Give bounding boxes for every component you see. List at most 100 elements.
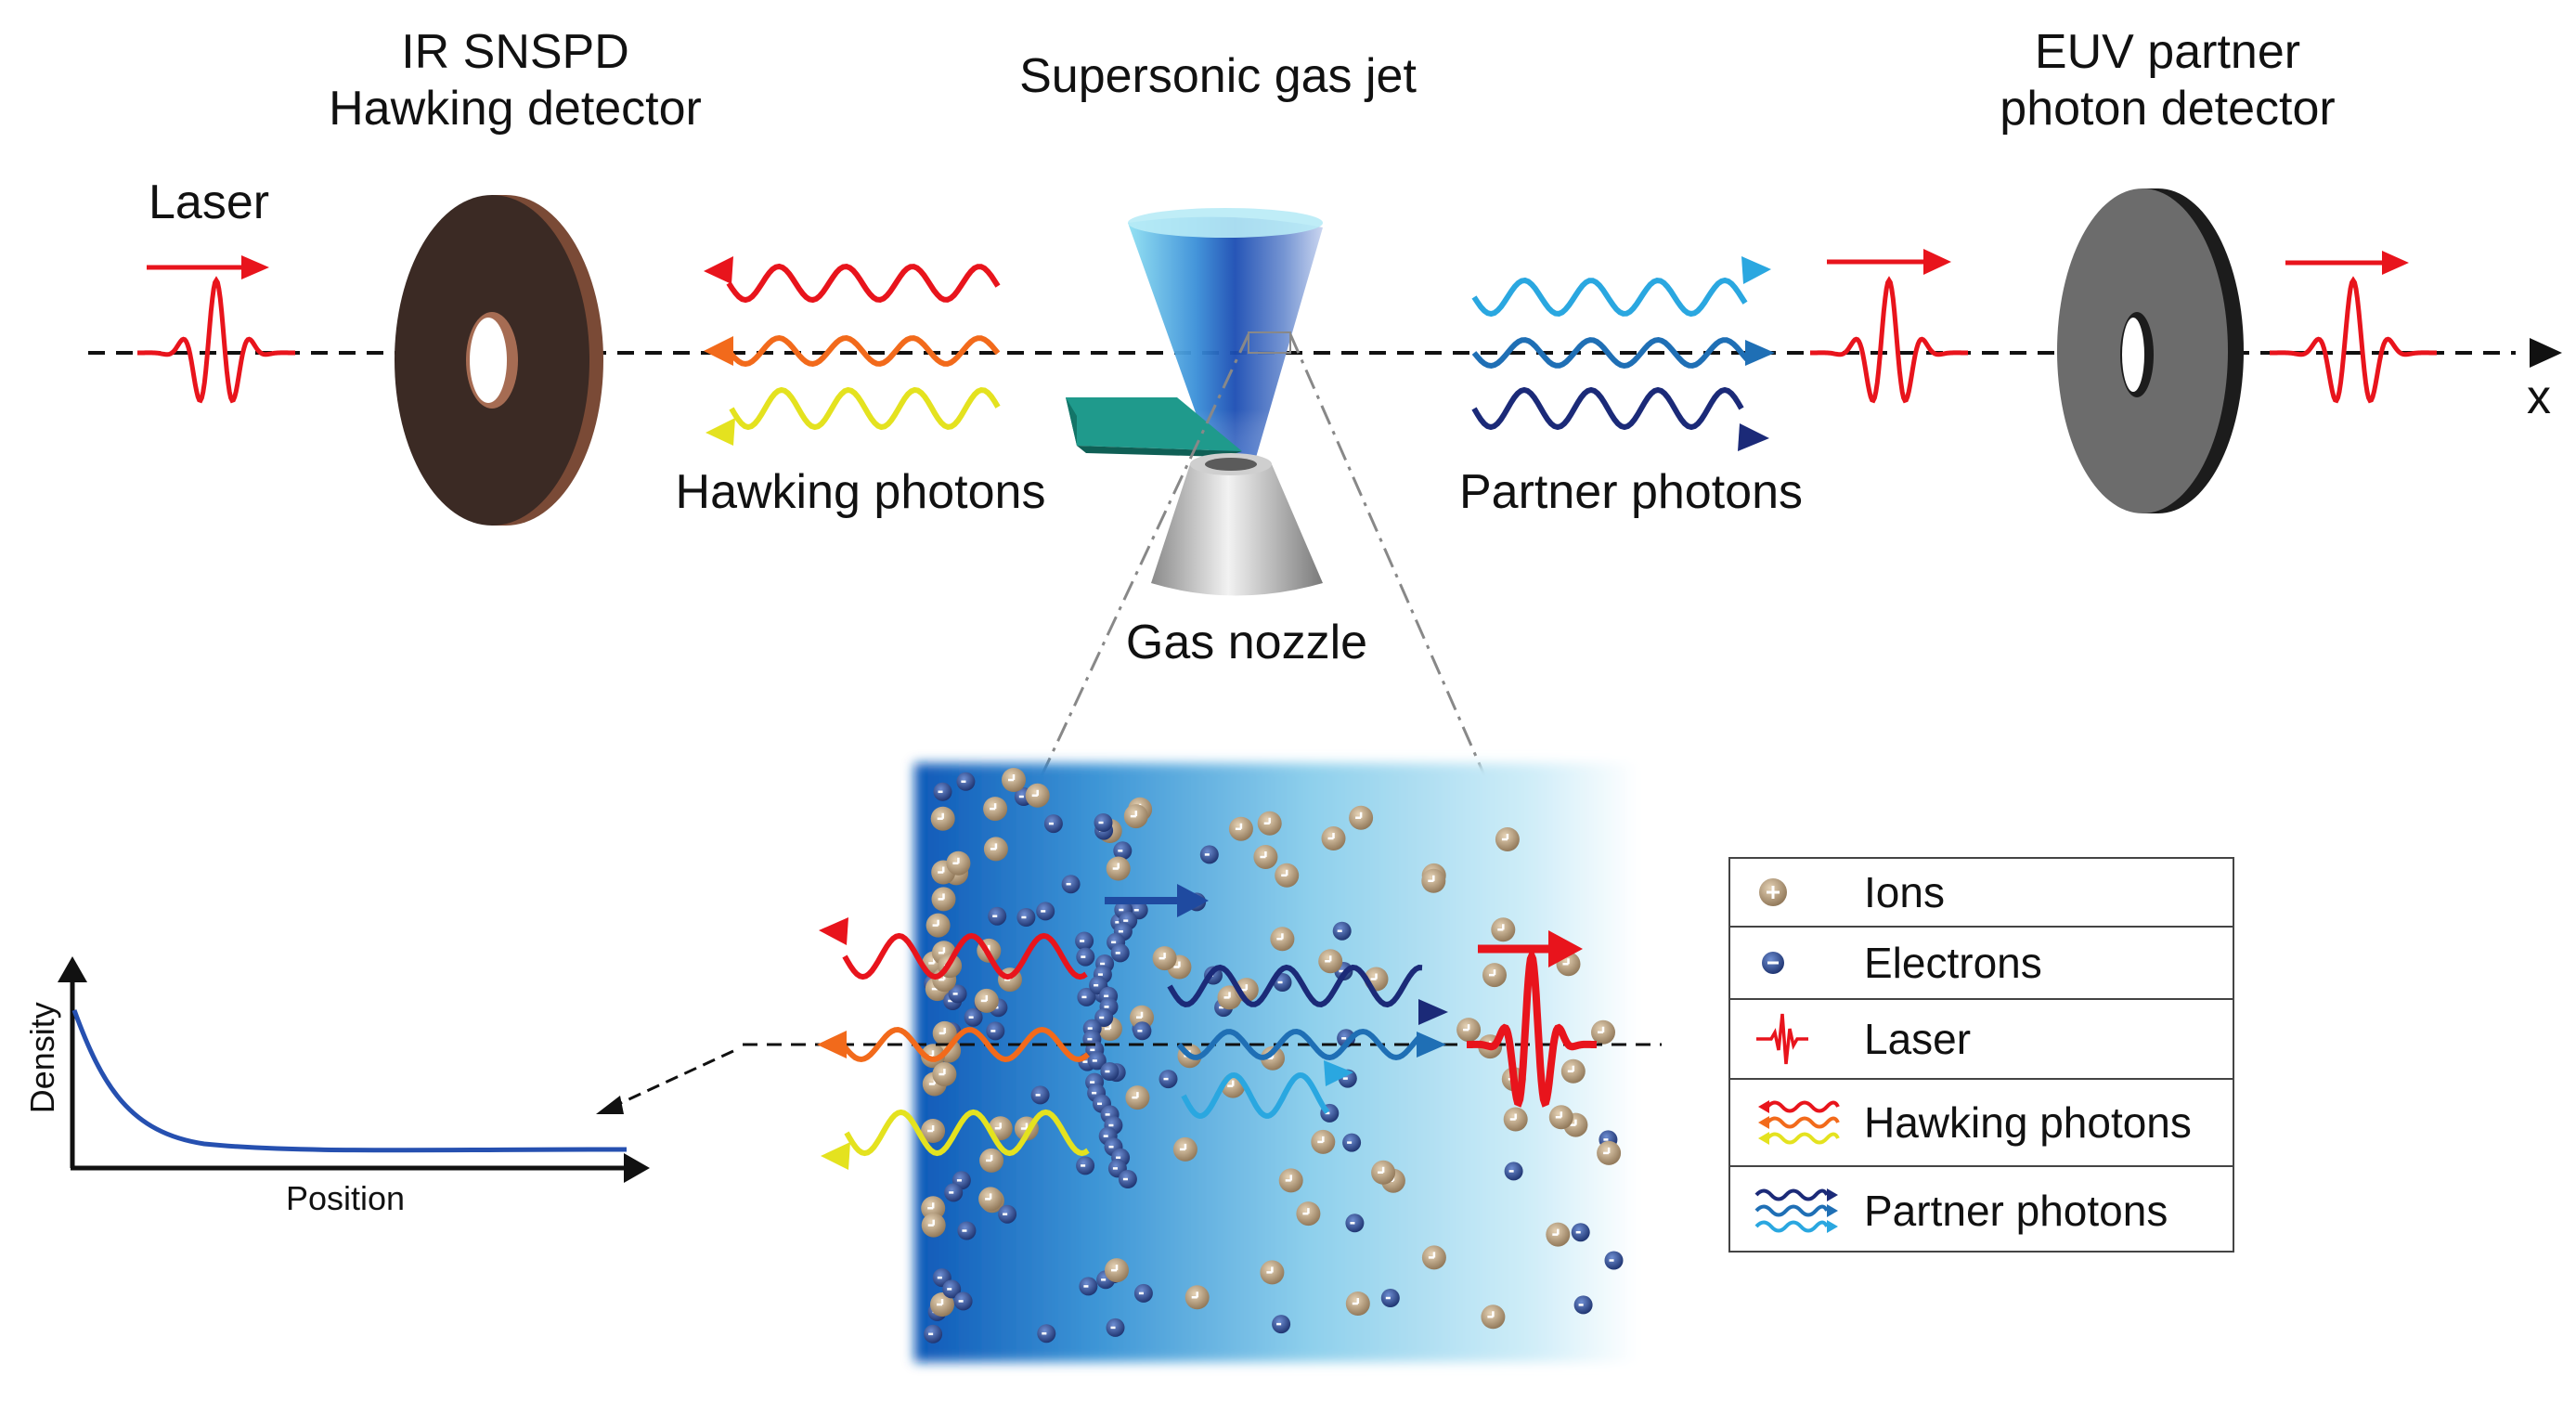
ion-plus-sign [990, 843, 998, 850]
electron-icon [1762, 952, 1784, 974]
ion-plus-sign [1603, 1147, 1611, 1155]
ir-detector-label-line2: Hawking detector [329, 82, 702, 136]
legend-row-electrons: Electrons [1730, 926, 2233, 998]
ion-plus-sign [1235, 823, 1243, 830]
ion-plus-sign [1489, 969, 1496, 977]
partner-photons-top [1471, 256, 1775, 451]
ion-plus-sign [1497, 924, 1505, 931]
legend-label-hawking: Hawking photons [1864, 1098, 2192, 1147]
hawking-photons-label: Hawking photons [675, 465, 1046, 519]
ion-plus-sign [1352, 1298, 1360, 1305]
laser-pulse-right [2270, 251, 2437, 404]
plasma-zoom-panel [743, 763, 1662, 1362]
ion-plus-sign [937, 812, 944, 820]
ion-plus-sign [1463, 1024, 1470, 1032]
ion-plus-sign [1263, 817, 1271, 824]
ion-plus-sign [1509, 1113, 1517, 1121]
ion-plus-sign [985, 1193, 992, 1201]
ion-plus-sign [1302, 1208, 1310, 1215]
ion-plus-sign [1020, 1123, 1029, 1130]
ion-plus-sign [986, 1154, 993, 1162]
legend-row-hawking: Hawking photons [1730, 1078, 2233, 1165]
hawking-photons-top [704, 256, 1001, 446]
ion-plus-sign [1112, 863, 1120, 870]
ion-plus-sign [1266, 1266, 1274, 1274]
ion-plus-sign [938, 947, 946, 954]
ion-plus-sign [1598, 1026, 1605, 1034]
laser-pulse-left [137, 255, 295, 404]
legend: Ions Electrons Laser Hawking photons [1728, 857, 2234, 1253]
hawking-wave-icon [1758, 1100, 1840, 1145]
legend-label-partner: Partner photons [1864, 1187, 2168, 1235]
ion-plus-sign [952, 857, 960, 864]
euv-partner-detector [2057, 188, 2244, 513]
ion-plus-sign [1179, 1143, 1187, 1151]
density-ylabel: Density [22, 1002, 61, 1114]
legend-row-ions: Ions [1730, 859, 2233, 926]
ion-plus-sign [938, 1069, 946, 1076]
ion-plus-sign [1570, 1119, 1577, 1126]
ion-plus-sign [927, 1125, 935, 1133]
ion-plus-sign [1567, 1065, 1575, 1073]
ion-plus-sign [1191, 1292, 1198, 1299]
euv-detector-label: EUV partner photon detector [2000, 24, 2335, 138]
legend-label-electrons: Electrons [1864, 939, 2042, 987]
ion-plus-sign [1501, 834, 1509, 841]
axis-x-label: x [2527, 370, 2551, 424]
gas-jet-label: Supersonic gas jet [1019, 49, 1417, 103]
ion-plus-sign [1428, 1252, 1436, 1259]
legend-row-laser: Laser [1730, 998, 2233, 1078]
laser-pulse-icon [1756, 1013, 1808, 1065]
ion-plus-sign [1159, 953, 1166, 960]
ion-plus-sign [1276, 933, 1284, 941]
ion-plus-sign [1136, 1011, 1144, 1019]
gas-nozzle-label: Gas nozzle [1125, 616, 1368, 669]
partner-wave-icon [1754, 1188, 1838, 1233]
ion-plus-sign [1325, 955, 1332, 963]
ion-plus-sign [1260, 851, 1267, 859]
ion-plus-sign [980, 994, 989, 1003]
ion-plus-sign [927, 1219, 935, 1227]
ion-plus-sign [1317, 1136, 1325, 1144]
ion-plus-sign [1281, 869, 1288, 877]
ion-plus-sign [932, 919, 939, 927]
zoom-to-density-arrow [596, 1049, 734, 1114]
partner-photons-label: Partner photons [1458, 465, 1804, 519]
ion-plus-sign [1370, 973, 1378, 980]
gas-jet [1066, 208, 1323, 596]
density-xlabel: Position [285, 1179, 406, 1217]
ion-plus-sign [1327, 833, 1335, 840]
ion-plus-sign [1552, 1228, 1560, 1236]
ion-plus-sign [938, 866, 945, 874]
ion-plus-sign [1173, 961, 1181, 968]
density-curve [71, 1009, 628, 1153]
ion-plus-sign [1378, 1166, 1385, 1175]
ion-plus-sign [1428, 875, 1435, 883]
ir-detector-label-line1: IR SNSPD [401, 25, 629, 79]
ion-plus-sign [994, 1123, 1002, 1130]
ion-plus-sign [1130, 811, 1138, 818]
ion-plus-sign [1227, 1080, 1235, 1087]
ion-plus-sign [1111, 1265, 1119, 1272]
legend-row-partner: Partner photons [1730, 1165, 2233, 1254]
ion-plus-sign [937, 1299, 944, 1306]
euv-detector-label-line1: EUV partner [2034, 25, 2301, 79]
ion-plus-sign [1285, 1175, 1292, 1182]
ion-plus-sign [938, 893, 945, 901]
ion-plus-sign [1008, 774, 1016, 782]
ion-plus-sign [990, 803, 997, 811]
ion-icon [1759, 878, 1787, 906]
ion-plus-sign [1223, 992, 1231, 999]
ir-detector-label: IR SNSPD Hawking detector [329, 24, 702, 138]
ion-plus-sign [1555, 1111, 1563, 1119]
ion-plus-sign [1487, 1311, 1495, 1318]
ion-plus-sign [927, 1202, 935, 1210]
ir-snspd-detector [395, 195, 603, 526]
ion-plus-sign [1031, 789, 1039, 798]
euv-detector-label-line2: photon detector [2000, 82, 2336, 136]
legend-label-laser: Laser [1864, 1015, 1972, 1063]
density-plot [58, 956, 650, 1183]
laser-pulse-middle [1810, 249, 1968, 404]
legend-label-ions: Ions [1864, 868, 1945, 916]
ion-plus-sign [1355, 811, 1363, 819]
